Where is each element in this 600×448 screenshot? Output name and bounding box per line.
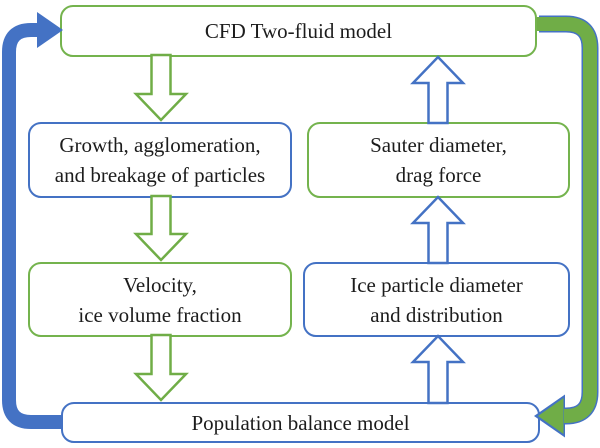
node-label-line2: and breakage of particles [54,163,266,187]
flow-arrow-pbm-to-ice [410,334,466,405]
feedback-arrow-cfd-to-pbm-shaft [537,17,597,423]
feedback-arrow-pbm-to-cfd-shaft [2,23,62,429]
feedback-arrow-pbm-to-cfd-head [37,12,63,48]
node-population-balance-model: Population balance model [61,402,540,443]
flow-arrow-ice-to-sauter [410,195,466,265]
node-label-line1: Ice particle diameter [350,272,523,297]
node-label-line2: drag force [395,163,482,187]
flow-arrow-sauter-to-cfd [410,55,466,125]
node-ice-particle-diameter-distribution: Ice particle diameter and distribution [303,262,570,337]
node-label: CFD Two-fluid model [204,19,393,43]
feedback-arrow-cfd-to-pbm [534,15,599,438]
node-label-line2: and distribution [370,302,503,327]
feedback-arrow-pbm-to-cfd [2,12,63,429]
flow-arrow-cfd-to-growth [133,53,189,122]
feedback-arrow-cfd-to-pbm-head [538,398,564,434]
node-label: Population balance model [191,410,410,435]
node-velocity-ice-volume-fraction: Velocity, ice volume fraction [28,262,292,337]
feedback-arrow-cfd-to-pbm-outline [539,15,599,425]
flow-arrow-velocity-to-pbm [133,333,189,402]
node-label-line1: Growth, agglomeration, [59,133,261,157]
flow-arrow-growth-to-velocity [133,194,189,262]
node-cfd-two-fluid-model: CFD Two-fluid model [60,5,537,57]
node-label-line1: Velocity, [123,272,197,297]
node-label-line1: Sauter diameter, [370,133,507,157]
node-label-line2: ice volume fraction [78,302,242,327]
